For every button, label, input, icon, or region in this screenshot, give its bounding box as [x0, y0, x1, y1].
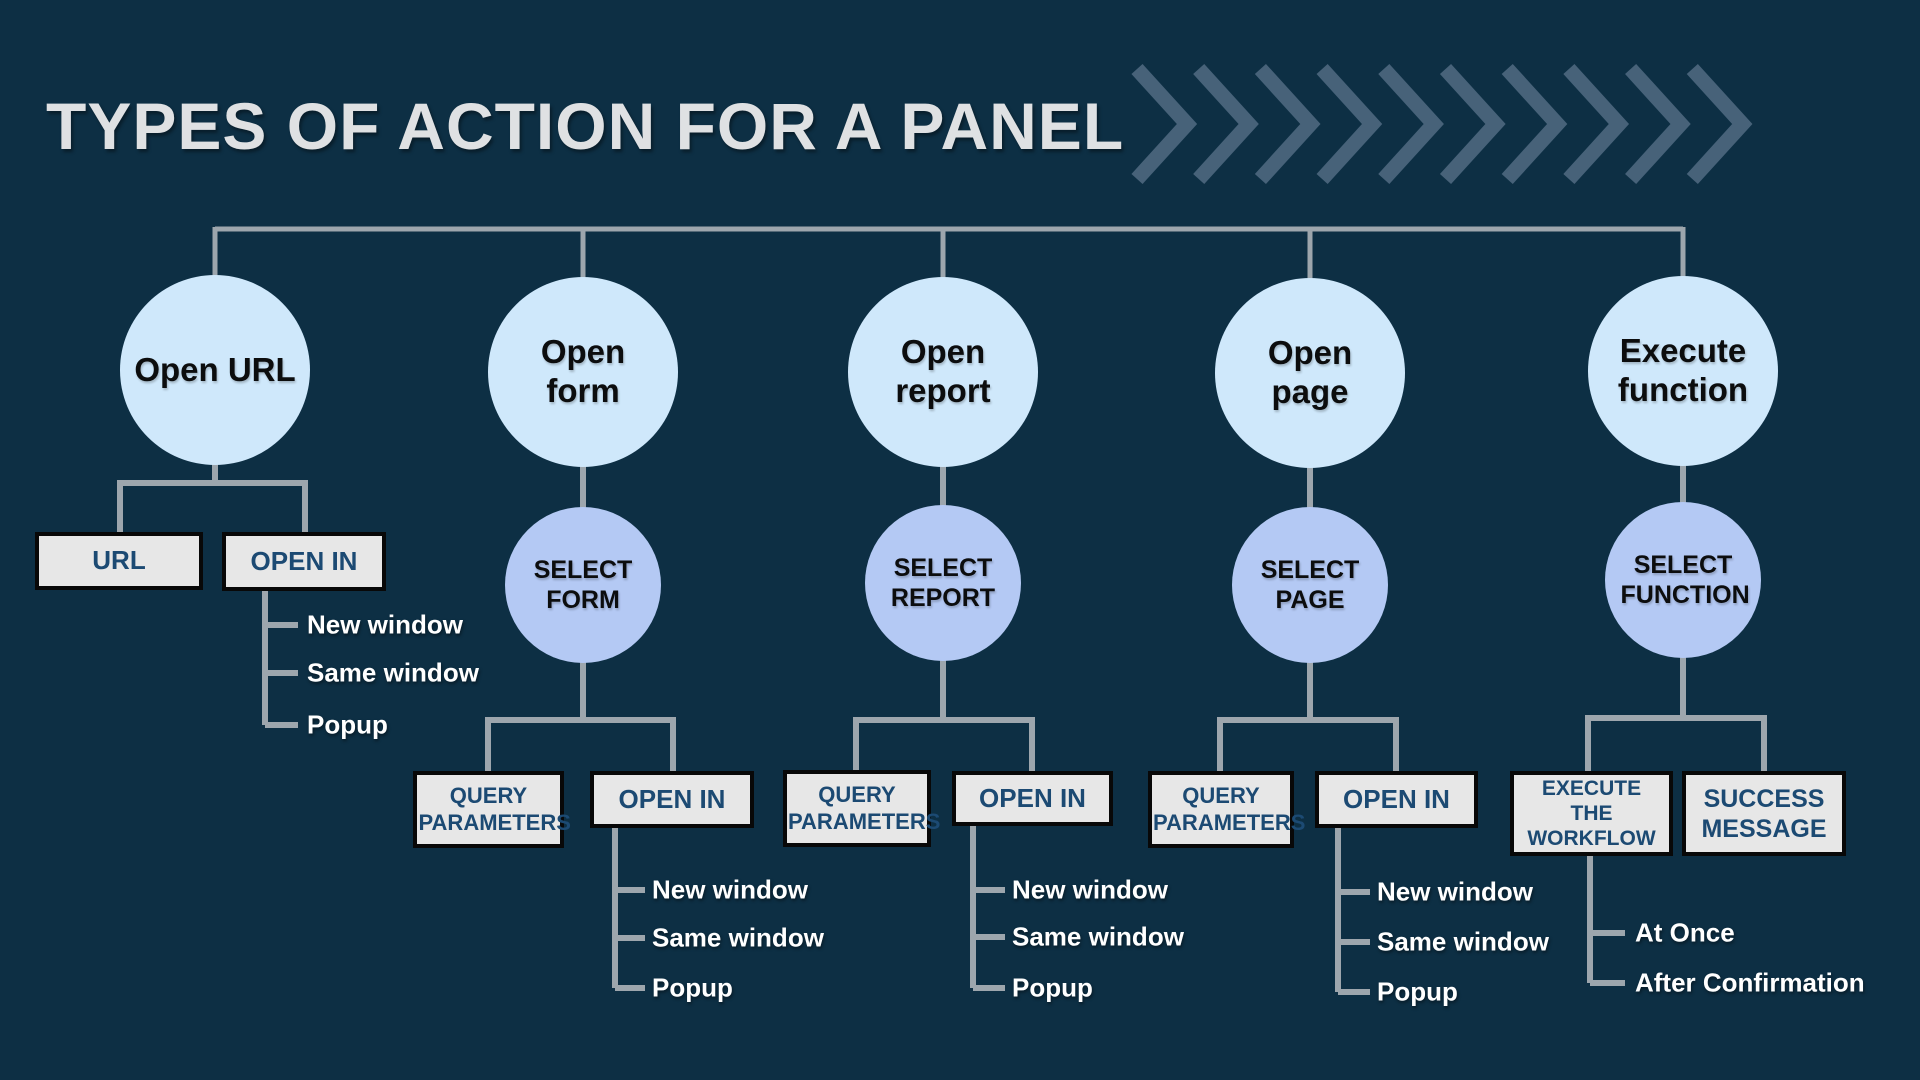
- tree-top-line: [212, 226, 1686, 285]
- box-open-in-form: OPEN IN: [590, 771, 754, 828]
- item-popup-page: Popup: [1377, 976, 1458, 1007]
- tree-lines-open-page: [1217, 465, 1399, 995]
- box-query-parameters-form: QUERY PARAMETERS: [413, 771, 571, 848]
- item-same-window-form: Same window: [652, 922, 824, 953]
- item-new-window-form: New window: [652, 874, 808, 905]
- item-popup-report: Popup: [1012, 972, 1093, 1003]
- item-popup-form: Popup: [652, 972, 733, 1003]
- page-title: TYPES OF ACTION FOR A PANEL: [46, 89, 1125, 163]
- item-at-once: At Once: [1635, 917, 1735, 948]
- tree-lines-open-url: [117, 458, 308, 728]
- item-new-window-url: New window: [307, 609, 463, 640]
- box-execute-the-workflow: EXECUTE THE WORKFLOW: [1510, 771, 1673, 856]
- box-open-in-url: OPEN IN: [222, 532, 386, 591]
- box-open-in-report: OPEN IN: [952, 771, 1113, 826]
- box-url: URL: [35, 532, 203, 590]
- node-select-function-label: SELECT FUNCTION: [1620, 550, 1750, 610]
- node-select-report-label: SELECT REPORT: [890, 553, 996, 613]
- chevron-right-icon: [1137, 69, 1742, 179]
- node-execute-function: Execute function: [1588, 276, 1778, 466]
- box-query-parameters-page: QUERY PARAMETERS: [1148, 771, 1305, 848]
- node-select-page: SELECT PAGE: [1232, 507, 1388, 663]
- tree-lines-open-report: [853, 464, 1035, 991]
- item-same-window-page: Same window: [1377, 926, 1549, 957]
- node-open-report-label: Open report: [895, 333, 991, 409]
- item-new-window-page: New window: [1377, 876, 1533, 907]
- item-new-window-report: New window: [1012, 874, 1168, 905]
- box-query-parameters-report: QUERY PARAMETERS: [783, 770, 940, 847]
- item-same-window-report: Same window: [1012, 921, 1184, 952]
- node-select-function: SELECT FUNCTION: [1605, 502, 1761, 658]
- node-select-form-label: SELECT FORM: [533, 555, 633, 615]
- item-popup-url: Popup: [307, 709, 388, 740]
- tree-lines-execute-function: [1585, 462, 1767, 986]
- box-success-message: SUCCESS MESSAGE: [1682, 771, 1846, 856]
- node-select-report: SELECT REPORT: [865, 505, 1021, 661]
- node-select-form: SELECT FORM: [505, 507, 661, 663]
- node-select-page-label: SELECT PAGE: [1260, 555, 1360, 615]
- box-open-in-page: OPEN IN: [1315, 771, 1478, 828]
- item-after-confirmation: After Confirmation: [1635, 967, 1865, 998]
- node-execute-function-label: Execute function: [1617, 332, 1749, 408]
- node-open-url: Open URL: [120, 275, 310, 465]
- item-same-window-url: Same window: [307, 657, 479, 688]
- tree-lines-open-form: [485, 464, 676, 991]
- node-open-url-label: Open URL: [134, 350, 296, 388]
- node-open-page: Open page: [1215, 278, 1405, 468]
- node-open-form-label: Open form: [540, 333, 626, 409]
- node-open-page-label: Open page: [1267, 334, 1353, 410]
- node-open-report: Open report: [848, 277, 1038, 467]
- node-open-form: Open form: [488, 277, 678, 467]
